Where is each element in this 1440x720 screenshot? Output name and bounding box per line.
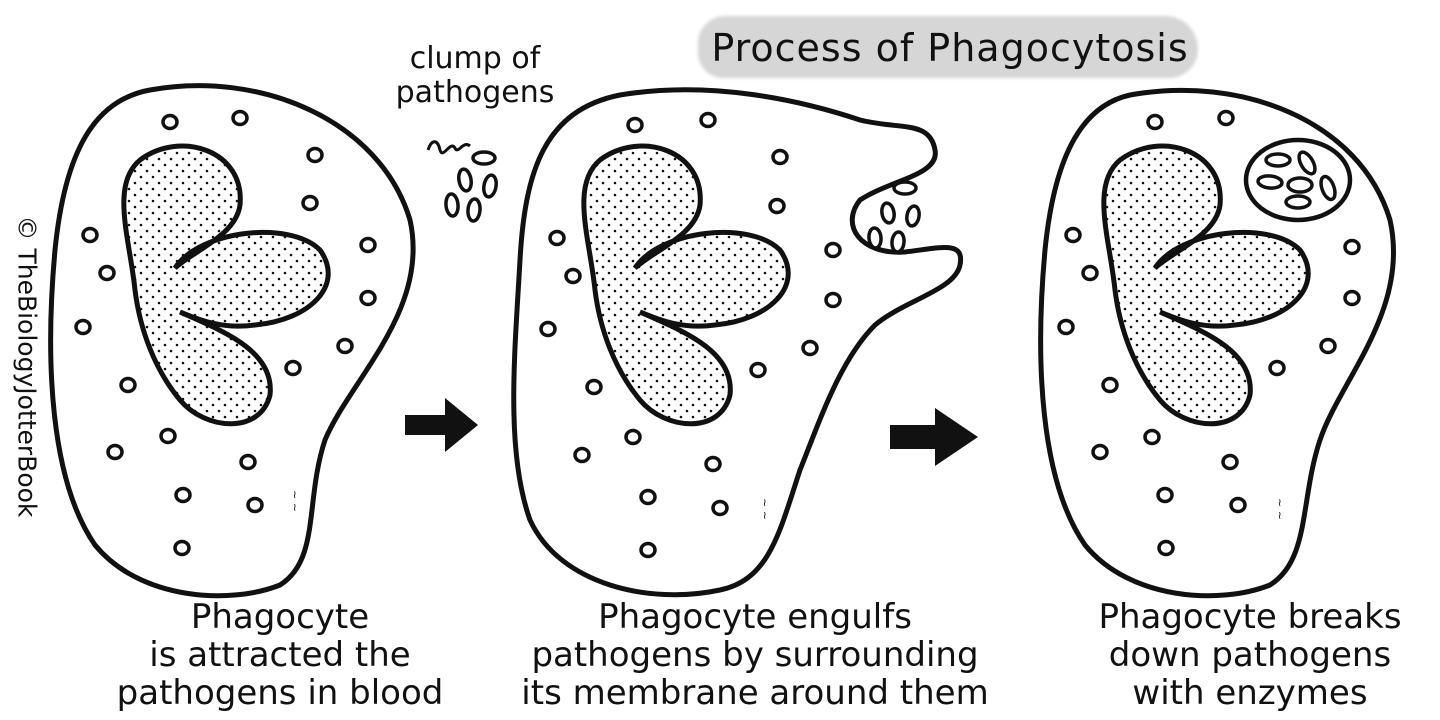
granule	[119, 376, 137, 394]
granule	[639, 488, 657, 506]
granule	[711, 499, 729, 517]
granule	[585, 378, 603, 396]
granules	[74, 109, 1361, 559]
granule	[1143, 428, 1161, 446]
granule	[81, 226, 99, 244]
pathogen	[457, 167, 473, 193]
granule	[699, 111, 717, 129]
pathogen	[1264, 152, 1292, 168]
granule	[1268, 359, 1286, 377]
granule	[824, 291, 842, 309]
granule	[106, 443, 124, 461]
phagocyte-stage-1	[48, 83, 416, 599]
granule	[306, 146, 324, 164]
granule	[1221, 453, 1239, 471]
granule	[359, 289, 377, 307]
caption-stage-2: Phagocyte engulfs pathogens by surroundi…	[521, 597, 989, 713]
clump-label: clump of pathogens	[380, 42, 570, 110]
granule	[1081, 264, 1099, 282]
granule	[336, 337, 354, 355]
pathogen	[1256, 174, 1284, 190]
nucleus-3	[1101, 143, 1311, 427]
granule	[768, 197, 786, 215]
granule	[624, 428, 642, 446]
granule	[1156, 486, 1174, 504]
pathogen	[892, 180, 918, 196]
granule	[231, 109, 249, 127]
granule	[1064, 226, 1082, 244]
granule	[639, 541, 657, 559]
pathogen	[1284, 194, 1312, 210]
clump-pointer-squiggle	[426, 140, 471, 155]
diagram-title: Process of Phagocytosis	[711, 26, 1189, 70]
granule	[1229, 496, 1247, 514]
title-highlight	[698, 16, 1198, 78]
granule	[539, 320, 557, 338]
granule	[801, 339, 819, 357]
pathogen	[471, 150, 497, 166]
pathogen	[482, 173, 498, 199]
cell-membrane-2	[511, 87, 964, 598]
granule	[98, 264, 116, 282]
pathogen	[890, 230, 906, 254]
phagocyte-stage-3	[1038, 87, 1397, 599]
clump-label-line1: clump of	[409, 41, 541, 76]
granule	[573, 446, 591, 464]
phagocyte-stage-2	[511, 87, 964, 598]
pathogen	[466, 197, 482, 223]
granule	[1343, 289, 1361, 307]
granule	[1091, 443, 1109, 461]
artist-signature-2: ~ ~	[758, 498, 771, 520]
granule	[1157, 539, 1175, 557]
artist-signature-1: ~ ~	[288, 490, 301, 512]
granule	[548, 229, 566, 247]
granule	[246, 496, 264, 514]
granule	[173, 539, 191, 557]
granule	[284, 359, 302, 377]
right-arrow-icon	[890, 408, 978, 466]
granule	[1343, 238, 1361, 256]
clump-label-line2: pathogens	[395, 75, 555, 110]
granule	[564, 267, 582, 285]
granule	[161, 113, 179, 131]
granule	[704, 455, 722, 473]
granule	[1319, 337, 1337, 355]
pathogens	[444, 150, 1337, 254]
pathogen	[1286, 176, 1314, 194]
granule	[749, 361, 767, 379]
pathogen	[444, 192, 460, 218]
granule	[1217, 109, 1235, 127]
granule	[359, 236, 377, 254]
caption-stage-3: Phagocyte breaks down pathogens with enz…	[1098, 597, 1402, 713]
granule	[159, 427, 177, 445]
granule	[626, 116, 644, 134]
pathogen	[867, 226, 883, 250]
pathogen	[1319, 174, 1337, 202]
pathogen	[1297, 150, 1317, 176]
granule	[824, 241, 842, 259]
granule	[74, 318, 92, 336]
granule	[301, 194, 319, 212]
granule	[239, 453, 257, 471]
granule	[174, 486, 192, 504]
pathogen	[880, 201, 896, 225]
granule	[1146, 113, 1164, 131]
granule	[1101, 376, 1119, 394]
nucleus-1	[121, 143, 331, 427]
pathogen	[905, 204, 921, 228]
nucleus-2	[581, 143, 791, 427]
artist-signature-3: ~ ~	[1273, 498, 1286, 520]
right-arrow-icon	[405, 398, 478, 452]
granule	[771, 148, 789, 166]
caption-stage-1: Phagocyte is attracted the pathogens in …	[116, 597, 444, 713]
granule	[1057, 318, 1075, 336]
